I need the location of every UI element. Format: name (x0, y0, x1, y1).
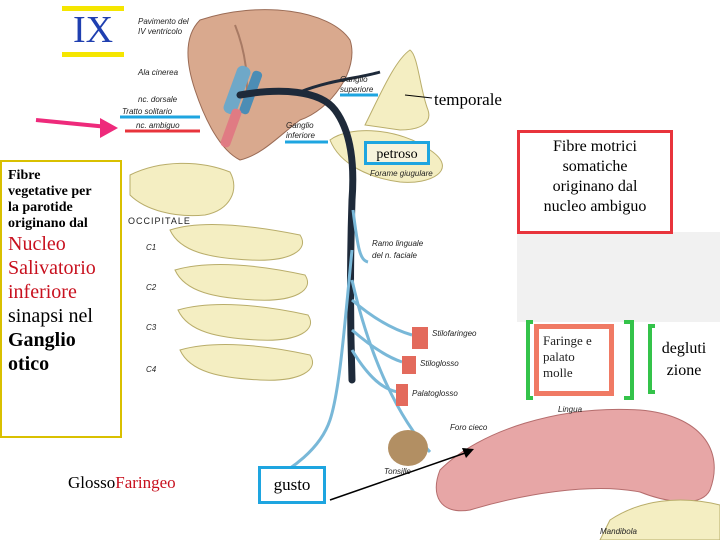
tonsil-shape (388, 430, 428, 466)
right-panel-bg (517, 232, 720, 322)
green-bracket-right (624, 320, 634, 400)
label-tratto-solitario: Tratto solitario (122, 107, 173, 116)
nerve-number-title: IX (66, 8, 120, 56)
label-nc-dorsale: nc. dorsale (138, 95, 178, 104)
right-text-4: nucleo ambiguo (543, 198, 647, 215)
left-red-2: Salivatorio (8, 257, 96, 279)
pink-arrow (35, 118, 109, 129)
left-bold-1: Ganglio (8, 329, 76, 351)
vertebrae (169, 224, 313, 381)
glossopharyngeal-label: GlossoFaringeo (68, 473, 176, 493)
label-superiore: superiore (340, 85, 374, 94)
green-bracket-degl (648, 324, 655, 394)
deglutition-text-1: degluti (661, 340, 707, 357)
mandible-shape (599, 499, 720, 540)
label-stilofaringeo: Stilofaringeo (432, 329, 477, 338)
left-text-1: Fibre (8, 168, 41, 183)
petroso-box: petroso (364, 141, 430, 165)
label-c1: C1 (146, 243, 156, 252)
nerve-number-text: IX (72, 9, 114, 51)
gusto-arrowhead (462, 448, 474, 458)
left-text-3: la parotide (8, 200, 73, 215)
label-lingua: Lingua (558, 405, 583, 414)
temporale-pointer (404, 94, 433, 99)
label-ventricolo: IV ventricolo (138, 27, 183, 36)
label-c2: C2 (146, 283, 157, 292)
muscle-blocks (396, 327, 428, 406)
pharynx-text-1: Faringe e (543, 333, 592, 348)
label-ganglio-sup: Ganglio (340, 75, 368, 84)
parotid-fibers-box: Fibre vegetative per la parotide origina… (0, 160, 122, 438)
right-text-2: somatiche (562, 158, 628, 175)
nucleus-dorsale (223, 65, 251, 115)
nerve-branch-tympanic (299, 70, 381, 94)
left-text-5: sinapsi nel (8, 305, 93, 327)
title-bar-bottom (62, 52, 124, 57)
label-c4: C4 (146, 365, 157, 374)
label-palatoglosso: Palatoglosso (412, 389, 458, 398)
nucleus-ambiguo (220, 108, 242, 148)
motor-fibers-box: Fibre motrici somatiche originano dal nu… (517, 130, 673, 234)
label-nc-ambiguo: nc. ambiguo (136, 121, 180, 130)
left-red-3: inferiore (8, 281, 77, 303)
temporale-label: temporale (434, 90, 502, 109)
right-text-3: originano dal (552, 178, 638, 195)
pharynx-text-2: palato (543, 349, 575, 364)
left-red-1: Nucleo (8, 233, 66, 255)
left-text-4: originano dal (8, 216, 88, 231)
pink-arrowhead (100, 118, 118, 138)
gloss-part-1: Glosso (68, 473, 116, 492)
label-pavimento: Pavimento del (138, 17, 189, 26)
label-forame: Forame giugulare (370, 169, 433, 178)
gusto-pointer (329, 451, 469, 501)
gloss-part-2: Faringeo (115, 473, 176, 492)
label-ramo-2: del n. faciale (372, 251, 417, 260)
tongue-shape (435, 408, 715, 512)
label-foro-cieco: Foro cieco (450, 423, 488, 432)
label-ala-cinerea: Ala cinerea (137, 68, 179, 77)
left-text-2: vegetative per (8, 184, 92, 199)
gusto-box: gusto (258, 466, 326, 504)
left-bold-2: otico (8, 353, 50, 375)
occipital-bone (129, 162, 235, 217)
right-text-1: Fibre motrici (553, 138, 637, 155)
title-bar-top (62, 6, 124, 11)
pharynx-box: Faringe e palato molle (534, 324, 614, 396)
label-c3: C3 (146, 323, 157, 332)
deglutition-text-2: zione (666, 362, 702, 379)
label-stiloglosso: Stiloglosso (420, 359, 459, 368)
nerve-trunk (236, 87, 357, 384)
label-tonsille: Tonsille (384, 467, 411, 476)
pharynx-text-3: molle (543, 365, 573, 380)
label-ramo-1: Ramo linguale (372, 239, 424, 248)
label-inferiore: inferiore (286, 131, 315, 140)
label-ganglio-inf: Ganglio (286, 121, 314, 130)
temporal-bone (364, 49, 430, 131)
green-bracket-left (526, 320, 533, 400)
deglutition-label: degluti zione (652, 338, 716, 382)
label-mandibola: Mandibola (600, 527, 637, 536)
label-occipitale: OCCIPITALE (128, 216, 191, 226)
